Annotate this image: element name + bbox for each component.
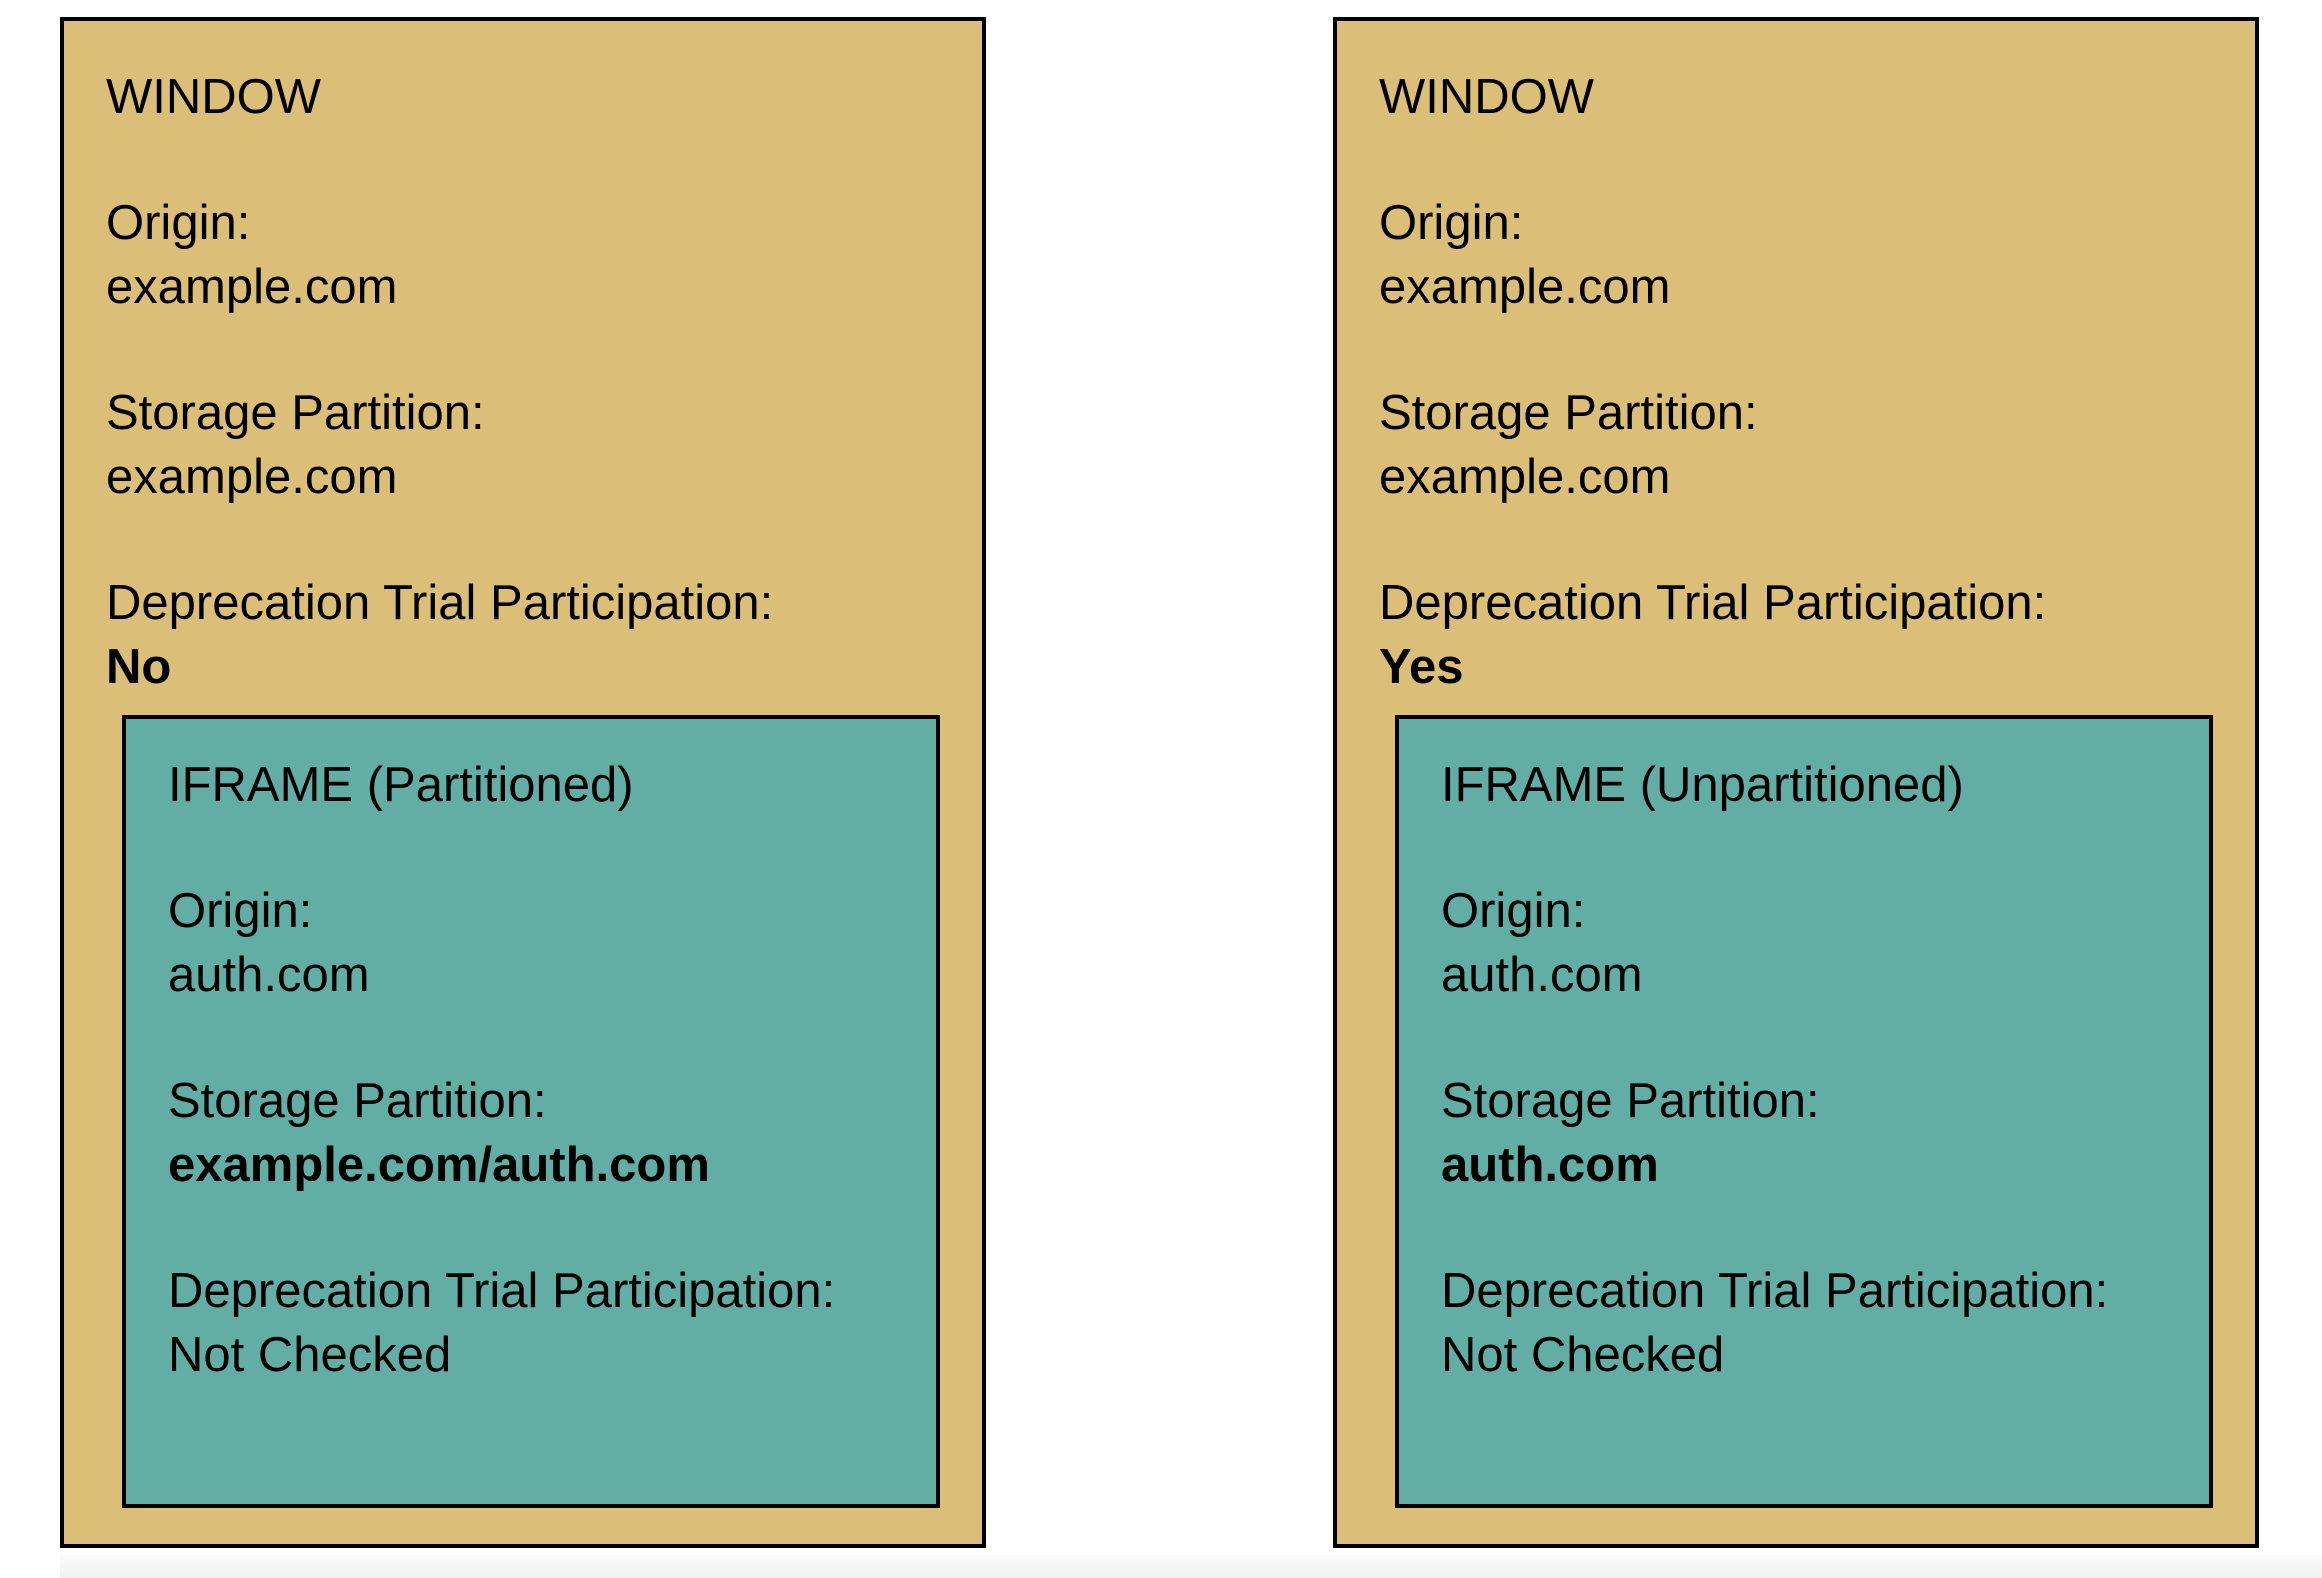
window-box-right: WINDOW Origin: example.com Storage Parti… (1333, 17, 2259, 1548)
window-origin-label: Origin: (1379, 196, 1524, 250)
window-storage-value: example.com (106, 450, 398, 504)
window-details-right: WINDOW Origin: example.com Storage Parti… (1379, 65, 2046, 699)
window-title: WINDOW (1379, 70, 1594, 124)
iframe-origin-label: Origin: (1441, 884, 1586, 938)
iframe-storage-label: Storage Partition: (1441, 1074, 1820, 1128)
window-trial-label: Deprecation Trial Participation: (106, 576, 774, 630)
window-storage-value: example.com (1379, 450, 1671, 504)
iframe-trial-value: Not Checked (168, 1328, 452, 1382)
iframe-title: IFRAME (Partitioned) (168, 758, 634, 812)
window-origin-value: example.com (106, 260, 398, 314)
window-trial-value: Yes (1379, 640, 1464, 694)
iframe-storage-value: example.com/auth.com (168, 1138, 710, 1192)
iframe-box-left: IFRAME (Partitioned) Origin: auth.com St… (122, 715, 940, 1508)
window-trial-label: Deprecation Trial Participation: (1379, 576, 2047, 630)
window-storage-label: Storage Partition: (106, 386, 485, 440)
window-details-left: WINDOW Origin: example.com Storage Parti… (106, 65, 773, 699)
iframe-details-right: IFRAME (Unpartitioned) Origin: auth.com … (1441, 753, 2108, 1387)
iframe-title: IFRAME (Unpartitioned) (1441, 758, 1964, 812)
iframe-origin-value: auth.com (1441, 948, 1643, 1002)
iframe-details-left: IFRAME (Partitioned) Origin: auth.com St… (168, 753, 835, 1387)
iframe-origin-value: auth.com (168, 948, 370, 1002)
window-origin-value: example.com (1379, 260, 1671, 314)
iframe-trial-label: Deprecation Trial Participation: (1441, 1264, 2109, 1318)
iframe-trial-value: Not Checked (1441, 1328, 1725, 1382)
iframe-box-right: IFRAME (Unpartitioned) Origin: auth.com … (1395, 715, 2213, 1508)
iframe-storage-label: Storage Partition: (168, 1074, 547, 1128)
window-title: WINDOW (106, 70, 321, 124)
iframe-trial-label: Deprecation Trial Participation: (168, 1264, 836, 1318)
window-origin-label: Origin: (106, 196, 251, 250)
iframe-storage-value: auth.com (1441, 1138, 1659, 1192)
window-storage-label: Storage Partition: (1379, 386, 1758, 440)
window-trial-value: No (106, 640, 172, 694)
iframe-origin-label: Origin: (168, 884, 313, 938)
window-box-left: WINDOW Origin: example.com Storage Parti… (60, 17, 986, 1548)
bottom-edge-shadow (60, 1555, 2322, 1578)
